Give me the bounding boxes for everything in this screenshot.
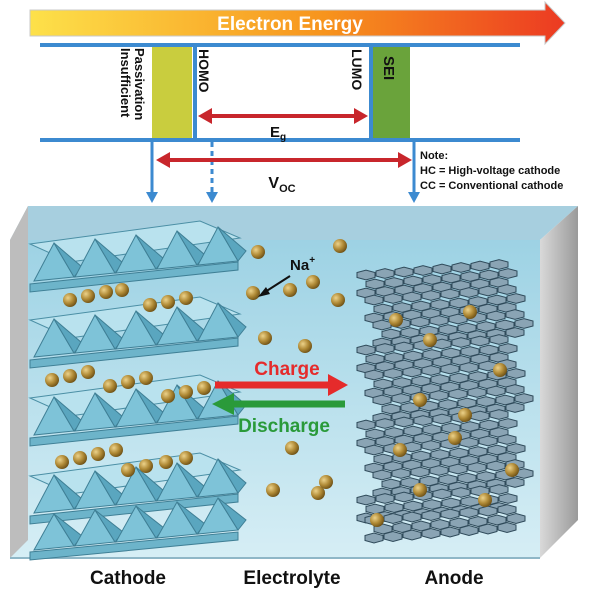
sodium-ion	[161, 389, 175, 403]
note-title: Note:	[420, 150, 448, 162]
charge-arrow	[215, 374, 348, 396]
sodium-ion	[331, 293, 345, 307]
cathode-slab	[29, 497, 247, 561]
sodium-ion	[103, 379, 117, 393]
cathode-label: Cathode	[90, 568, 166, 589]
sodium-ion	[393, 443, 407, 457]
sodium-ion	[121, 463, 135, 477]
anode-label: Anode	[424, 568, 483, 589]
sodium-ion	[423, 333, 437, 347]
sodium-ion	[306, 275, 320, 289]
sodium-ion	[143, 298, 157, 312]
note-line-1: HC = High-voltage cathode	[420, 165, 560, 177]
graphene-sheet	[364, 359, 526, 399]
discharge-arrow	[212, 393, 345, 415]
sodium-ion	[319, 475, 333, 489]
sodium-ion	[161, 295, 175, 309]
cathode-slab	[28, 220, 247, 293]
na-ion-label: Na+	[290, 255, 315, 274]
sodium-ion	[139, 371, 153, 385]
cell-left-wall	[10, 206, 28, 558]
sodium-ion	[121, 375, 135, 389]
sodium-ion	[370, 513, 384, 527]
graphene-sheet	[364, 504, 526, 544]
na-ion-pointer	[264, 275, 291, 293]
graphene-sheet	[364, 284, 526, 324]
sodium-ion	[285, 441, 299, 455]
sodium-ion	[458, 408, 472, 422]
electron-energy-label: Electron Energy	[217, 14, 363, 35]
sodium-ion	[493, 363, 507, 377]
sodium-ion	[55, 455, 69, 469]
battery-cell: Na+ Charge Discharge	[10, 206, 578, 561]
energy-levels: Insufficient Passivation HOMO LUMO SEI E…	[40, 43, 520, 143]
note-box: Note: HC = High-voltage cathode CC = Con…	[420, 150, 563, 192]
insufficient-label: Insufficient	[118, 48, 133, 118]
sodium-ion	[99, 285, 113, 299]
sodium-ion	[283, 283, 297, 297]
band-gap-arrow	[198, 108, 368, 124]
sodium-ion	[389, 313, 403, 327]
sodium-ion	[251, 245, 265, 259]
sodium-ion	[45, 373, 59, 387]
charge-label: Charge	[254, 359, 319, 380]
lumo-label: LUMO	[349, 49, 365, 90]
sodium-ion	[266, 483, 280, 497]
sodium-ion	[413, 483, 427, 497]
cell-right-wall	[540, 206, 578, 558]
homo-label: HOMO	[196, 49, 212, 93]
sodium-ion	[197, 381, 211, 395]
note-line-2: CC = Conventional cathode	[420, 180, 563, 192]
sodium-ion	[179, 451, 193, 465]
sodium-ion	[73, 451, 87, 465]
passivation-layer	[152, 47, 192, 138]
sodium-ion	[413, 393, 427, 407]
sodium-ion	[81, 289, 95, 303]
sodium-ion	[139, 459, 153, 473]
sodium-ion	[179, 385, 193, 399]
eg-label: Eg	[270, 124, 286, 143]
sodium-ion	[115, 283, 129, 297]
sei-label: SEI	[380, 56, 397, 80]
sodium-ion	[63, 369, 77, 383]
sodium-ion	[448, 431, 462, 445]
sodium-ion	[159, 455, 173, 469]
sodium-ion	[246, 286, 260, 300]
sodium-ion	[63, 293, 77, 307]
sei-layer	[372, 47, 410, 138]
sodium-ion	[478, 493, 492, 507]
discharge-label: Discharge	[238, 416, 330, 437]
passivation-label: Passivation	[132, 48, 147, 120]
sodium-ion	[505, 463, 519, 477]
electron-energy-arrow: Electron Energy	[29, 0, 566, 46]
sodium-ion	[311, 486, 325, 500]
voc-label: VOC	[268, 175, 295, 195]
sodium-ions	[45, 239, 519, 527]
electrolyte-label: Electrolyte	[243, 568, 340, 589]
sodium-ion	[463, 305, 477, 319]
sodium-ion	[109, 443, 123, 457]
sodium-ion	[298, 339, 312, 353]
sodium-ion	[81, 365, 95, 379]
graphene-sheet	[356, 334, 518, 374]
sodium-ion	[91, 447, 105, 461]
sodium-ion	[179, 291, 193, 305]
sodium-ion	[258, 331, 272, 345]
sodium-ion	[333, 239, 347, 253]
